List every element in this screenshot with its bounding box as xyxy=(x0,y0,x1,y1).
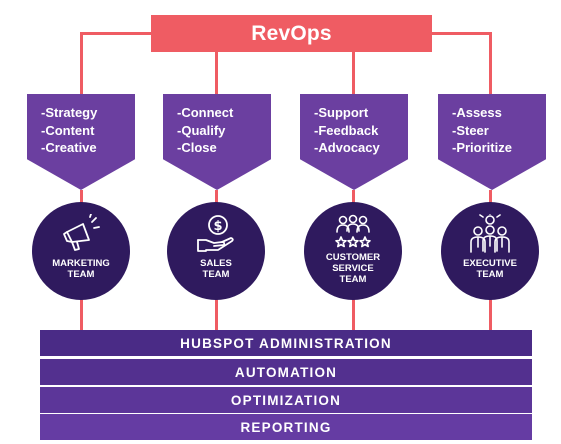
revops-header: RevOps xyxy=(151,15,432,52)
list-item: -Feedback xyxy=(314,122,379,138)
list-item: -Creative xyxy=(41,140,97,155)
customer-service-responsibilities: -Support -Feedback -Advocacy xyxy=(300,94,408,157)
list-item: -Content xyxy=(41,122,95,138)
connector-line xyxy=(352,52,355,94)
svg-text:$: $ xyxy=(213,219,222,234)
layer-automation: AUTOMATION xyxy=(40,359,532,385)
connector-line xyxy=(215,52,218,94)
marketing-shield: -Strategy -Content -Creative xyxy=(27,94,135,190)
executive-shield: -Assess -Steer -Prioritize xyxy=(438,94,546,190)
list-item: -Prioritize xyxy=(452,140,512,155)
executive-responsibilities: -Assess -Steer -Prioritize xyxy=(438,94,546,157)
list-item: -Steer xyxy=(452,122,489,138)
connector-line xyxy=(80,32,83,94)
connector-line xyxy=(489,32,492,94)
megaphone-icon xyxy=(63,214,100,251)
list-item: -Close xyxy=(177,140,217,155)
list-item: -Connect xyxy=(177,105,234,120)
layer-reporting: REPORTING xyxy=(40,414,532,440)
layer-hubspot-administration: HUBSPOT ADMINISTRATION xyxy=(40,330,532,356)
money-hand-icon: $ xyxy=(197,215,234,252)
sales-shield: -Connect -Qualify -Close xyxy=(163,94,271,190)
list-item: -Assess xyxy=(452,105,502,120)
executive-group-icon xyxy=(470,214,510,253)
sales-team-circle: $ SALES TEAM xyxy=(167,202,265,300)
team-stars-icon xyxy=(335,214,371,248)
list-item: -Advocacy xyxy=(314,140,380,155)
marketing-responsibilities: -Strategy -Content -Creative xyxy=(27,94,135,157)
layer-optimization: OPTIMIZATION xyxy=(40,387,532,413)
executive-team-label: EXECUTIVE TEAM xyxy=(463,258,517,280)
connector-line xyxy=(80,32,151,35)
customer-service-shield: -Support -Feedback -Advocacy xyxy=(300,94,408,190)
marketing-team-circle: MARKETING TEAM xyxy=(32,202,130,300)
list-item: -Qualify xyxy=(177,122,226,138)
connector-line xyxy=(432,32,492,35)
customer-service-team-label: CUSTOMER SERVICE TEAM xyxy=(325,252,381,285)
marketing-team-label: MARKETING TEAM xyxy=(52,258,110,280)
sales-responsibilities: -Connect -Qualify -Close xyxy=(163,94,271,157)
list-item: -Strategy xyxy=(41,105,98,120)
customer-service-team-circle: CUSTOMER SERVICE TEAM xyxy=(304,202,402,300)
executive-team-circle: EXECUTIVE TEAM xyxy=(441,202,539,300)
list-item: -Support xyxy=(314,105,369,120)
sales-team-label: SALES TEAM xyxy=(200,258,232,280)
